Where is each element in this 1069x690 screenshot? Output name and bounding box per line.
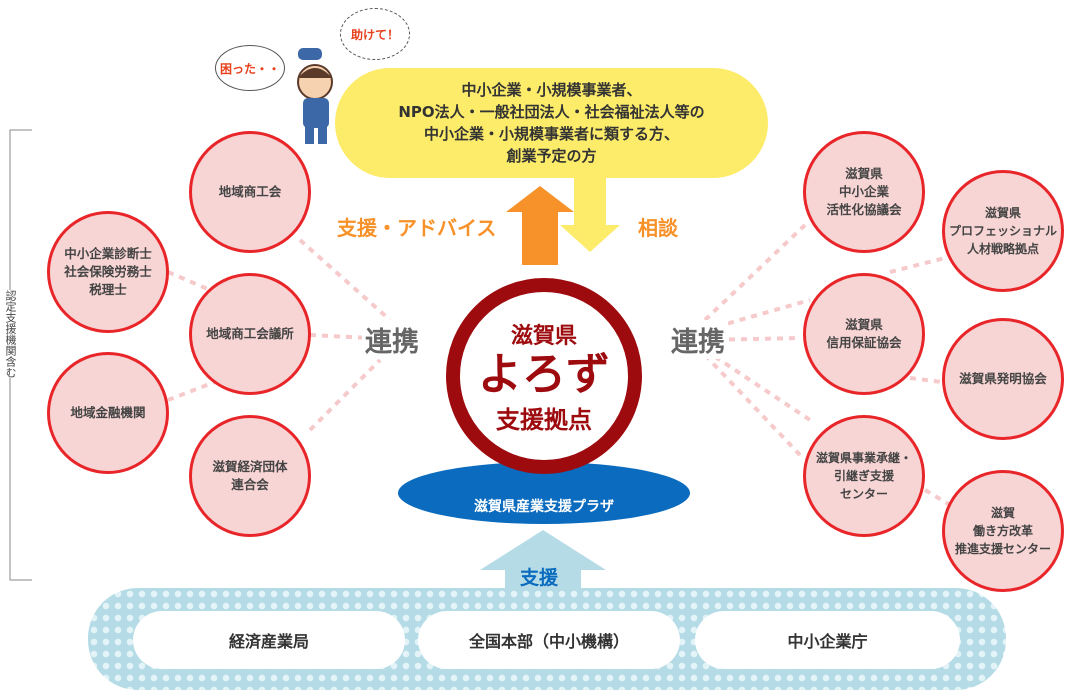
org-business-succession: 滋賀県事業承継・ 引継ぎ支援 センター — [803, 415, 925, 537]
consult-label: 相談 — [638, 216, 678, 240]
support-body-meti-bureau: 経済産業局 — [133, 611, 405, 669]
org-local-commerce-association: 地域商工会 — [189, 131, 311, 253]
org-invention-association: 滋賀県発明協会 — [942, 318, 1064, 440]
renkei-left: 連携 — [362, 320, 422, 359]
support-label: 支援 — [520, 567, 559, 589]
org-work-style-reform: 滋賀 働き方改革 推進支援センター — [942, 470, 1064, 592]
support-advice-label: 支援・アドバイス — [337, 216, 497, 240]
emblem-bottom: 支援拠点 — [496, 405, 592, 434]
help-bubble: 助けて！ — [340, 8, 410, 60]
yorozu-emblem: 滋賀県 よろず 支援拠点 — [446, 278, 642, 474]
advice-arrow — [506, 186, 574, 265]
emblem-top: 滋賀県 — [510, 323, 577, 349]
org-credit-guarantee: 滋賀県 信用保証協会 — [803, 273, 925, 395]
vertical-side-label: 認定支援機関含む — [3, 290, 17, 378]
org-local-financial: 地域金融機関 — [47, 352, 169, 474]
emblem-middle: よろず — [478, 348, 610, 400]
renkei-right: 連携 — [668, 320, 728, 359]
org-economic-federation: 滋賀経済団体 連合会 — [189, 415, 311, 537]
target-users-box: 中小企業・小規模事業者、 NPO法人・一般社団法人・社会福祉法人等の 中小企業・… — [335, 68, 768, 178]
support-arrow — [480, 530, 606, 592]
org-chamber-of-commerce: 地域商工会議所 — [189, 273, 311, 395]
trouble-bubble: 困った・・ — [215, 45, 285, 91]
support-body-sme-agency: 中小企業庁 — [695, 611, 960, 669]
org-professional-hr: 滋賀県 プロフェッショナル 人材戦略拠点 — [942, 170, 1064, 292]
org-sme-revitalization: 滋賀県 中小企業 活性化協議会 — [803, 131, 925, 253]
worried-person-icon — [297, 48, 333, 144]
support-body-smrj: 全国本部（中小機構） — [418, 611, 680, 669]
org-consultants: 中小企業診断士 社会保険労務士 税理士 — [47, 211, 169, 333]
consult-arrow — [560, 178, 620, 252]
